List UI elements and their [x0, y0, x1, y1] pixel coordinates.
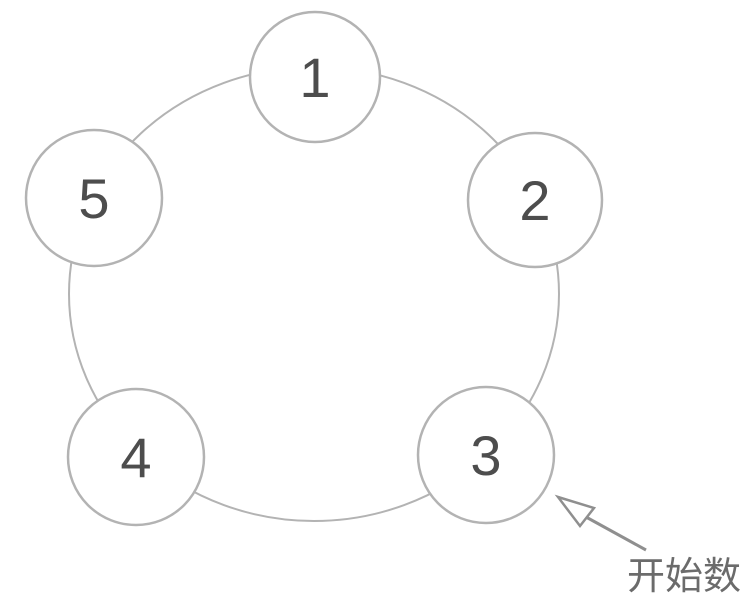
node-3-label: 3: [470, 424, 501, 487]
node-3-circle: [416, 385, 556, 525]
node-4: 4: [66, 387, 206, 527]
node-1-circle: [248, 10, 382, 144]
node-1: 1: [248, 10, 382, 144]
node-4-label: 4: [120, 426, 151, 489]
node-5-label: 5: [78, 167, 109, 230]
node-5-circle: [24, 128, 164, 268]
start-annotation: 开始数: [554, 494, 741, 598]
arrow-head-icon: [554, 494, 597, 529]
node-2-label: 2: [519, 169, 550, 232]
node-1-label: 1: [299, 46, 330, 109]
node-2-circle: [466, 131, 604, 269]
node-5: 5: [24, 128, 164, 268]
start-annotation-label: 开始数: [627, 556, 741, 598]
node-3: 3: [416, 385, 556, 525]
node-4-circle: [66, 387, 206, 527]
node-2: 2: [466, 131, 604, 269]
arrow-shaft: [585, 515, 647, 552]
